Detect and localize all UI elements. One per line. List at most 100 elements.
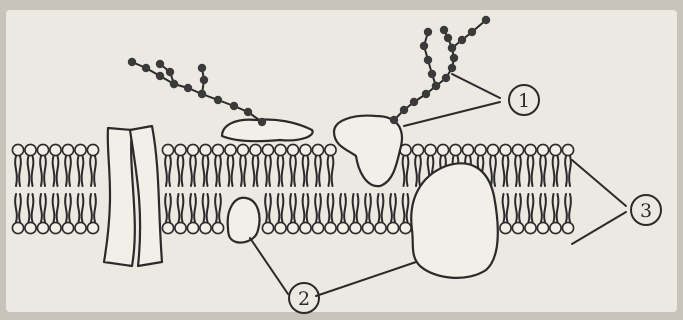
sugar-unit [184, 84, 192, 92]
sugar-unit [128, 58, 136, 66]
lipid-head [512, 222, 523, 233]
lipid-head [212, 222, 223, 233]
sugar-unit [482, 16, 490, 24]
lipid-head [362, 222, 373, 233]
lipid-head [25, 222, 36, 233]
lipid-head [162, 222, 173, 233]
lipid-head [550, 222, 561, 233]
lipid-head [50, 144, 61, 155]
lipid-head [312, 144, 323, 155]
lipid-head [350, 222, 361, 233]
lipid-head [525, 222, 536, 233]
sugar-unit [400, 106, 408, 114]
sugar-unit [156, 60, 164, 68]
sugar-unit [390, 116, 398, 124]
sugar-unit [458, 36, 466, 44]
lipid-head [425, 144, 436, 155]
lipid-head [200, 222, 211, 233]
sugar-unit [440, 26, 448, 34]
sugar-unit [422, 90, 430, 98]
lipid-head [187, 144, 198, 155]
sugar-unit [432, 82, 440, 90]
lipid-head [312, 222, 323, 233]
embedded-protein-small [228, 198, 260, 243]
lipid-head [225, 144, 236, 155]
lipid-head [12, 144, 23, 155]
sugar-unit [200, 76, 208, 84]
lipid-head [450, 144, 461, 155]
channel-protein [104, 126, 162, 266]
lipid-head [187, 222, 198, 233]
sugar-unit [258, 118, 266, 126]
label-3-text: 3 [640, 200, 652, 222]
lipid-head [12, 222, 23, 233]
sugar-unit [450, 54, 458, 62]
lipid-head [287, 144, 298, 155]
sugar-unit [198, 64, 206, 72]
lipid-head [475, 144, 486, 155]
lipid-head [387, 222, 398, 233]
sugar-unit [410, 98, 418, 106]
lipid-head [250, 144, 261, 155]
lipid-head [275, 144, 286, 155]
sugar-unit [444, 34, 452, 42]
lipid-head [75, 222, 86, 233]
sugar-unit [170, 80, 178, 88]
sugar-unit [424, 28, 432, 36]
sugar-unit [156, 72, 164, 80]
label-2-text: 2 [298, 288, 310, 310]
lipid-head [175, 222, 186, 233]
lipid-head [162, 144, 173, 155]
lipid-head [325, 144, 336, 155]
sugar-unit [230, 102, 238, 110]
lipid-head [62, 144, 73, 155]
lipid-head [400, 222, 411, 233]
upper-head-row [12, 144, 573, 155]
lipid-head [200, 144, 211, 155]
lipid-head [37, 144, 48, 155]
lipid-head [175, 144, 186, 155]
lipid-head [50, 222, 61, 233]
lipid-head [437, 144, 448, 155]
lipid-head [75, 144, 86, 155]
lipid-head [462, 144, 473, 155]
lipid-head [87, 222, 98, 233]
sugar-unit [442, 74, 450, 82]
sugar-unit [420, 42, 428, 50]
lipid-head [25, 144, 36, 155]
sugar-unit [468, 28, 476, 36]
sugar-unit [214, 96, 222, 104]
paper-background [6, 10, 677, 312]
lipid-head [275, 222, 286, 233]
lipid-head [262, 222, 273, 233]
lipid-head [500, 144, 511, 155]
sugar-unit [198, 90, 206, 98]
lipid-head [562, 144, 573, 155]
sugar-unit [142, 64, 150, 72]
sugar-unit [448, 64, 456, 72]
lipid-head [300, 222, 311, 233]
sugar-unit [244, 108, 252, 116]
lipid-head [237, 144, 248, 155]
lipid-head [500, 222, 511, 233]
lipid-head [412, 144, 423, 155]
lipid-head [287, 222, 298, 233]
lipid-head [37, 222, 48, 233]
lipid-head [525, 144, 536, 155]
lipid-head [537, 222, 548, 233]
embedded-protein-large [411, 163, 498, 278]
lipid-head [550, 144, 561, 155]
lipid-head [375, 222, 386, 233]
lipid-head [337, 222, 348, 233]
sugar-unit [428, 70, 436, 78]
sugar-unit [166, 68, 174, 76]
lipid-head [537, 144, 548, 155]
lipid-head [62, 222, 73, 233]
lipid-head [87, 144, 98, 155]
lipid-head [562, 222, 573, 233]
lipid-head [212, 144, 223, 155]
label-1-text: 1 [518, 90, 530, 112]
sugar-unit [448, 44, 456, 52]
lipid-head [512, 144, 523, 155]
